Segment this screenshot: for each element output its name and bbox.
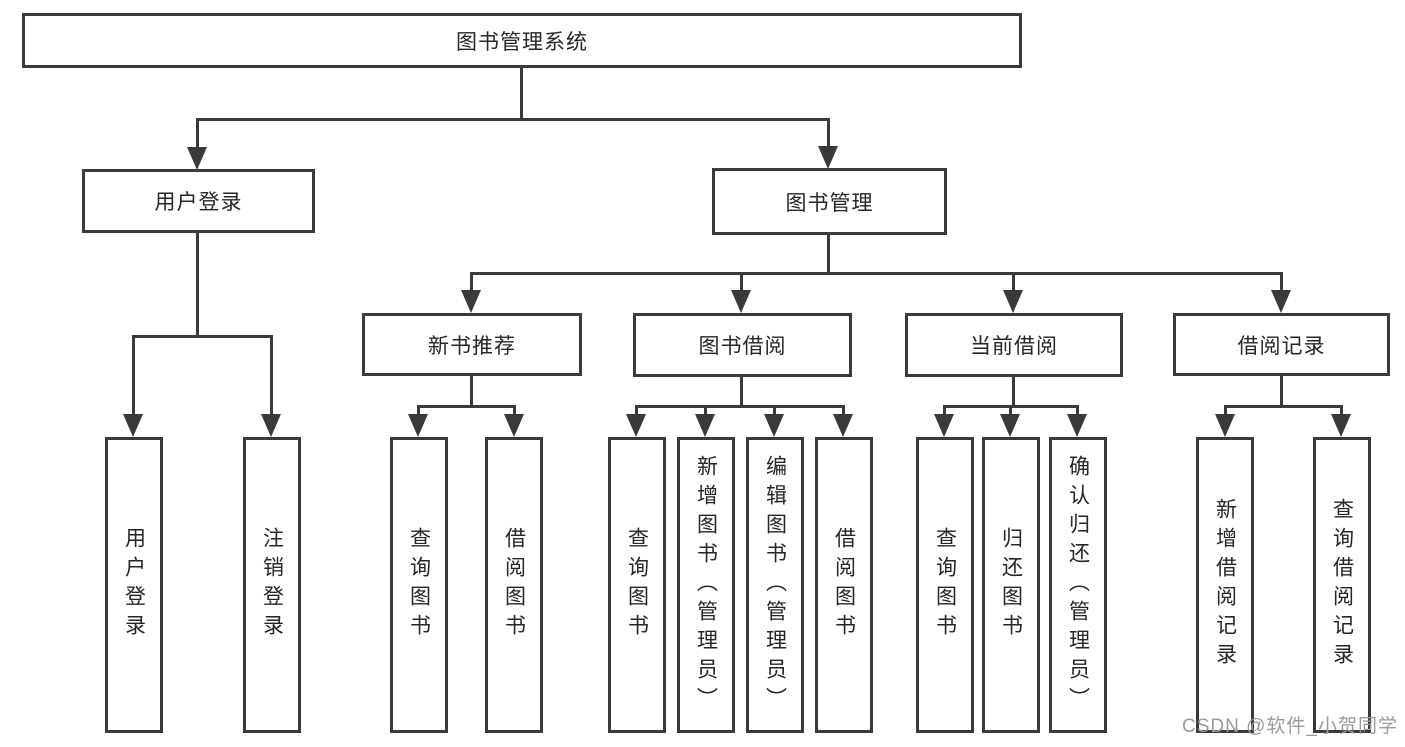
connector-line — [196, 233, 199, 338]
connector-line — [1224, 405, 1343, 408]
connector-line — [1012, 377, 1015, 408]
connector-line — [1076, 405, 1079, 416]
leaf-label: 借阅图书 — [502, 527, 526, 643]
arrow-down-icon — [1003, 290, 1023, 313]
arrow-down-icon — [261, 414, 281, 437]
arrow-down-icon — [1215, 414, 1235, 437]
leaf-add-borrow-record: 新增借阅记录 — [1196, 437, 1254, 733]
connector-line — [513, 405, 516, 416]
node-system-root: 图书管理系统 — [22, 13, 1022, 68]
leaf-label: 用户登录 — [122, 527, 146, 643]
leaf-return-books: 归还图书 — [982, 437, 1040, 733]
connector-line — [1280, 272, 1283, 292]
leaf-label: 借阅图书 — [832, 527, 856, 643]
connector-line — [470, 376, 473, 408]
node-book-borrowing: 图书借阅 — [633, 313, 852, 377]
arrow-down-icon — [731, 290, 751, 313]
node-label: 用户登录 — [154, 191, 243, 214]
connector-line — [740, 272, 743, 292]
node-new-book-recommendation: 新书推荐 — [362, 313, 582, 376]
connector-line — [842, 405, 845, 416]
arrow-down-icon — [408, 414, 428, 437]
arrow-down-icon — [123, 414, 143, 437]
node-label: 图书管理 — [785, 191, 874, 215]
connector-line — [827, 235, 830, 274]
connector-line — [470, 272, 473, 292]
connector-line — [704, 405, 707, 416]
node-label: 新书推荐 — [428, 334, 516, 358]
csdn-watermark: CSDN @软件_小贺同学 — [1182, 716, 1398, 737]
leaf-query-borrow-record: 查询借阅记录 — [1313, 437, 1371, 733]
leaf-label: 编辑图书（管理员） — [763, 454, 787, 716]
connector-line — [1224, 405, 1227, 416]
connector-line — [520, 68, 523, 120]
arrow-down-icon — [1271, 290, 1291, 313]
leaf-label: 新增图书（管理员） — [694, 454, 718, 716]
connector-line — [1012, 272, 1015, 292]
connector-line — [1340, 405, 1343, 416]
leaf-edit-books-admin: 编辑图书（管理员） — [746, 437, 804, 733]
arrow-down-icon — [833, 414, 853, 437]
arrow-down-icon — [764, 414, 784, 437]
arrow-down-icon — [504, 414, 524, 437]
node-label: 图书管理系统 — [456, 30, 588, 54]
node-label: 当前借阅 — [970, 335, 1058, 358]
connector-line — [132, 335, 273, 338]
node-label: 图书借阅 — [698, 335, 787, 358]
leaf-query-books-recommend: 查询图书 — [390, 437, 448, 733]
connector-line — [470, 272, 1283, 275]
connector-line — [417, 405, 420, 416]
leaf-add-books-admin: 新增图书（管理员） — [677, 437, 735, 733]
leaf-label: 查询图书 — [625, 527, 649, 643]
leaf-label: 查询图书 — [407, 527, 431, 643]
arrow-down-icon — [1331, 414, 1351, 437]
arrow-down-icon — [461, 290, 481, 313]
leaf-label: 注销登录 — [260, 527, 284, 643]
connector-line — [270, 335, 273, 416]
leaf-label: 查询借阅记录 — [1330, 498, 1354, 672]
arrow-down-icon — [1000, 414, 1020, 437]
node-book-management: 图书管理 — [712, 168, 947, 235]
leaf-label: 归还图书 — [999, 527, 1023, 643]
node-label: 借阅记录 — [1237, 334, 1326, 358]
connector-line — [132, 335, 135, 416]
node-borrowing-records: 借阅记录 — [1173, 313, 1390, 376]
connector-line — [1280, 376, 1283, 408]
leaf-logout: 注销登录 — [243, 437, 301, 733]
leaf-confirm-return-admin: 确认归还（管理员） — [1049, 437, 1107, 733]
leaf-query-books-borrow: 查询图书 — [608, 437, 666, 733]
arrow-down-icon — [695, 414, 715, 437]
connector-line — [196, 118, 199, 150]
connector-line — [196, 118, 830, 121]
connector-line — [417, 405, 516, 408]
connector-line — [943, 405, 946, 416]
leaf-label: 查询图书 — [933, 527, 957, 643]
arrow-down-icon — [818, 146, 838, 169]
connector-line — [740, 377, 743, 408]
node-user-login: 用户登录 — [82, 169, 315, 233]
connector-line — [773, 405, 776, 416]
leaf-query-books-current: 查询图书 — [916, 437, 974, 733]
connector-line — [1009, 405, 1012, 416]
leaf-label: 确认归还（管理员） — [1066, 454, 1090, 716]
leaf-borrow-books-recommend: 借阅图书 — [485, 437, 543, 733]
leaf-borrow-books: 借阅图书 — [815, 437, 873, 733]
leaf-label: 新增借阅记录 — [1213, 498, 1237, 672]
arrow-down-icon — [187, 147, 207, 170]
connector-line — [635, 405, 845, 408]
connector-line — [635, 405, 638, 416]
arrow-down-icon — [626, 414, 646, 437]
leaf-user-login: 用户登录 — [105, 437, 163, 733]
node-current-borrowing: 当前借阅 — [905, 313, 1123, 377]
arrow-down-icon — [934, 414, 954, 437]
arrow-down-icon — [1067, 414, 1087, 437]
connector-line — [827, 118, 830, 149]
